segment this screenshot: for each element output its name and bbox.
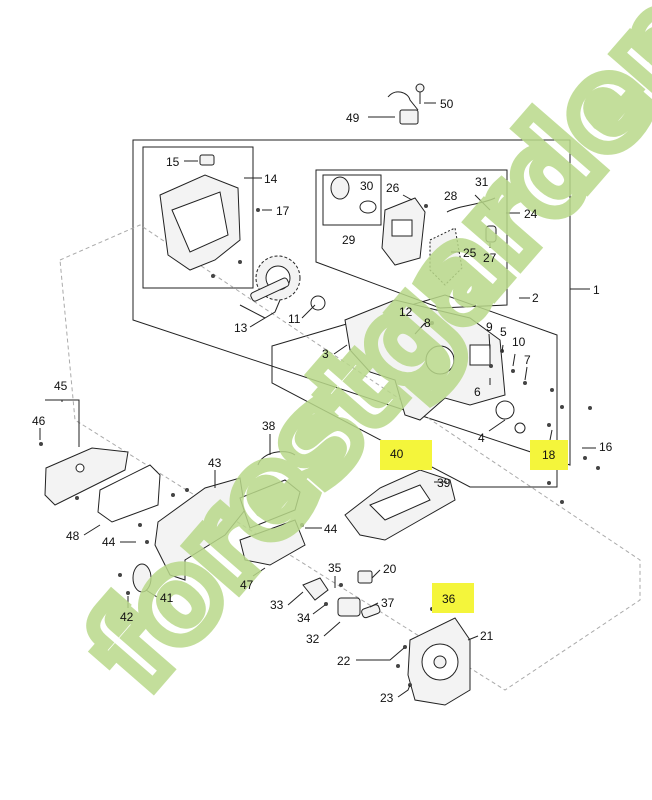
group-14-frame	[142, 146, 254, 289]
part-label-6[interactable]: 6	[474, 385, 481, 399]
highlight-boxes	[380, 440, 568, 613]
part-label-8[interactable]: 8	[424, 316, 431, 330]
part-label-45[interactable]: 45	[54, 379, 68, 393]
highlight-40	[380, 440, 432, 470]
part-label-12[interactable]: 12	[399, 305, 413, 319]
part-label-46[interactable]: 46	[32, 414, 46, 428]
part-label-11[interactable]: 11	[288, 312, 301, 326]
part-label-26[interactable]: 26	[386, 181, 400, 195]
part-label-44-left[interactable]: 44	[102, 535, 116, 549]
part-label-21[interactable]: 21	[480, 629, 494, 643]
screw-markers	[39, 204, 600, 687]
part-label-34[interactable]: 34	[297, 611, 311, 625]
parts-artwork	[39, 83, 600, 706]
part-label-37[interactable]: 37	[381, 596, 395, 610]
part-label-36[interactable]: 36	[442, 592, 456, 606]
highlight-18	[530, 440, 568, 470]
air-filter-cover-part	[44, 447, 161, 523]
part-label-20[interactable]: 20	[383, 562, 397, 576]
group-29-frame	[322, 174, 382, 226]
part-label-3[interactable]: 3	[322, 347, 329, 361]
part-label-33[interactable]: 33	[270, 598, 284, 612]
part-label-18[interactable]: 18	[542, 448, 556, 462]
starter-housing-part	[407, 617, 471, 706]
part-label-49[interactable]: 49	[346, 111, 360, 125]
ignition-lead-part	[387, 83, 425, 125]
part-label-35[interactable]: 35	[328, 561, 342, 575]
handle-housing-part	[154, 451, 306, 581]
crankcase-part	[344, 299, 526, 434]
leader-lines	[39, 102, 596, 698]
cap-part	[132, 563, 152, 593]
fan-housing-part	[159, 154, 241, 271]
part-label-1[interactable]: 1	[593, 283, 600, 297]
part-label-28[interactable]: 28	[444, 189, 458, 203]
part-label-40[interactable]: 40	[390, 447, 404, 461]
part-label-9[interactable]: 9	[486, 320, 493, 334]
part-label-4[interactable]: 4	[478, 431, 485, 445]
part-label-15[interactable]: 15	[166, 155, 180, 169]
part-label-50[interactable]: 50	[440, 97, 454, 111]
highlight-36	[432, 583, 474, 613]
part-label-39[interactable]: 39	[437, 476, 451, 490]
part-label-47[interactable]: 47	[240, 578, 254, 592]
part-label-22[interactable]: 22	[337, 654, 351, 668]
part-label-32[interactable]: 32	[306, 632, 320, 646]
part-label-44-right[interactable]: 44	[324, 522, 338, 536]
group-24-frame	[315, 169, 508, 309]
main-assembly-frame	[132, 139, 571, 466]
part-label-27[interactable]: 27	[483, 251, 497, 265]
part-label-7[interactable]: 7	[524, 353, 531, 367]
part-label-5[interactable]: 5	[500, 325, 507, 339]
part-label-14[interactable]: 14	[264, 172, 278, 186]
assembly-frames	[59, 139, 641, 691]
part-label-31[interactable]: 31	[475, 175, 489, 189]
part-label-25[interactable]: 25	[463, 246, 477, 260]
part-labels: 50 49 1 15 14 17 13 11 30 29 26 28 31 24…	[32, 97, 613, 705]
part-label-17[interactable]: 17	[276, 204, 290, 218]
part-label-13[interactable]: 13	[234, 321, 248, 335]
part-label-43[interactable]: 43	[208, 456, 222, 470]
part-label-30[interactable]: 30	[360, 179, 374, 193]
filter-element-part	[330, 176, 377, 214]
part-label-10[interactable]: 10	[512, 335, 526, 349]
part-label-42[interactable]: 42	[120, 610, 134, 624]
part-label-2[interactable]: 2	[532, 291, 539, 305]
part-label-23[interactable]: 23	[380, 691, 394, 705]
part-label-48[interactable]: 48	[66, 529, 80, 543]
part-label-38[interactable]: 38	[262, 419, 276, 433]
part-label-24[interactable]: 24	[524, 207, 538, 221]
ground-plane-outline	[59, 224, 641, 691]
flywheel-part	[250, 255, 326, 311]
carburettor-part	[381, 197, 497, 286]
oil-pump-part	[302, 570, 381, 619]
part-label-41[interactable]: 41	[160, 591, 174, 605]
part-label-16[interactable]: 16	[599, 440, 613, 454]
part-label-29[interactable]: 29	[342, 233, 356, 247]
chain-guard-part	[344, 469, 456, 541]
group-2-frame	[271, 294, 558, 488]
